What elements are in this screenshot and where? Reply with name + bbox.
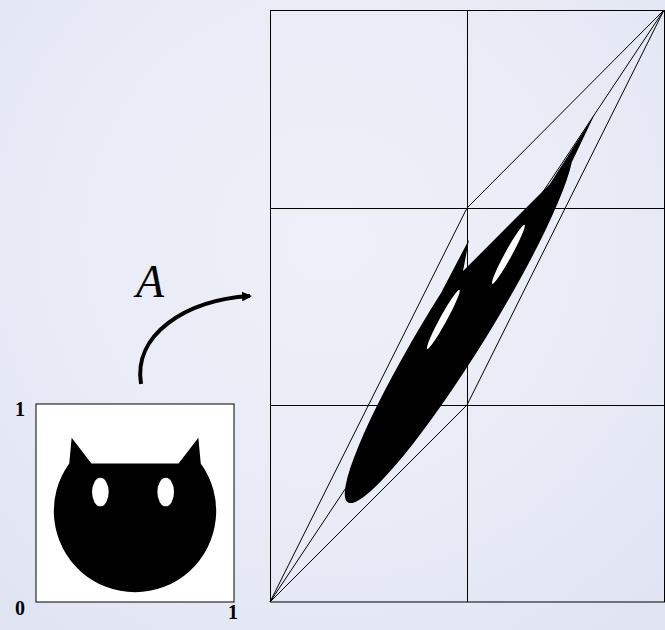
- parallelogram: [270, 10, 664, 602]
- axis-tick: 1: [15, 399, 25, 419]
- map-arrow: [140, 296, 250, 384]
- transformed-cat: [297, 96, 612, 565]
- unit-square: [36, 404, 234, 602]
- cat-image: [54, 438, 216, 593]
- axis-tick: 0: [15, 598, 25, 618]
- map-label: A: [136, 259, 164, 305]
- grid: [270, 10, 665, 602]
- axis-tick: 1: [228, 602, 238, 622]
